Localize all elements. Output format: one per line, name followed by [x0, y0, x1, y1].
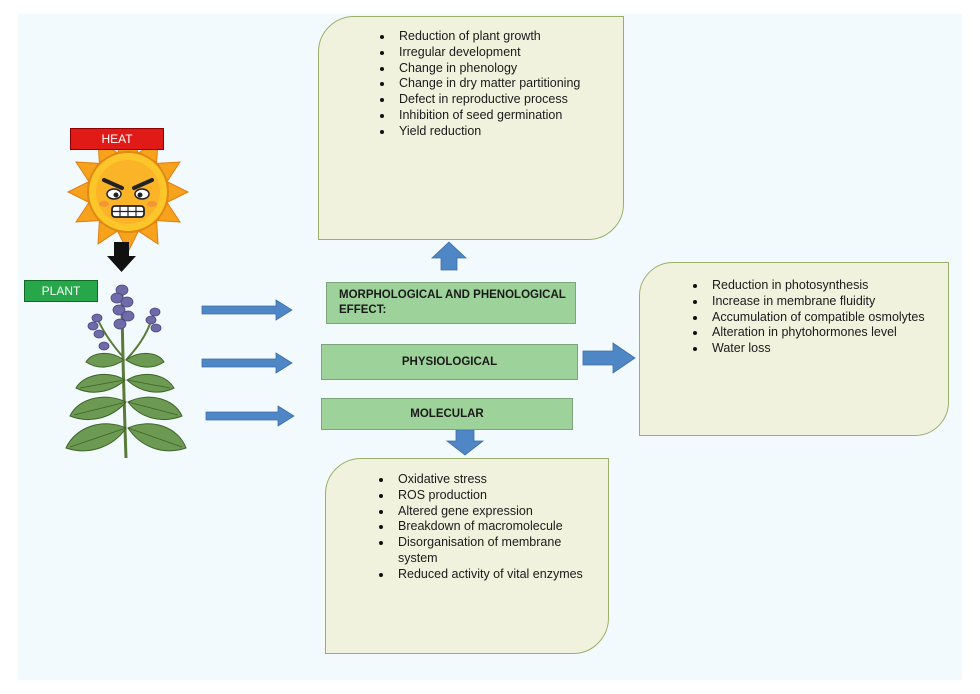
list-item: Reduction of plant growth	[371, 29, 613, 45]
physiological-effects-list: Reduction in photosynthesis Increase in …	[684, 278, 938, 357]
list-item: Oxidative stress	[370, 472, 598, 488]
list-item: Change in phenology	[371, 61, 613, 77]
molecular-effects-list: Oxidative stress ROS production Altered …	[370, 472, 598, 583]
list-item: Defect in reproductive process	[371, 92, 613, 108]
list-item: Alteration in phytohormones level	[684, 325, 938, 341]
list-item: Accumulation of compatible osmolytes	[684, 310, 938, 326]
list-item: Change in dry matter partitioning	[371, 76, 613, 92]
arrow-plant-to-physiological	[201, 352, 293, 374]
molecular-effects-list-box: Oxidative stress ROS production Altered …	[325, 458, 609, 654]
heat-label: HEAT	[70, 128, 164, 150]
list-item: ROS production	[370, 488, 598, 504]
arrow-plant-to-molecular	[205, 405, 295, 427]
list-item: Inhibition of seed germination	[371, 108, 613, 124]
list-item: Altered gene expression	[370, 504, 598, 520]
physiological-effects-list-box: Reduction in photosynthesis Increase in …	[639, 262, 949, 436]
morphological-effects-list-box: Reduction of plant growth Irregular deve…	[318, 16, 624, 240]
plant-label: PLANT	[24, 280, 98, 302]
list-item: Increase in membrane fluidity	[684, 294, 938, 310]
arrow-molecular-down	[445, 429, 485, 456]
list-item: Irregular development	[371, 45, 613, 61]
list-item: Disorganisation of membrane system	[370, 535, 598, 567]
list-item: Yield reduction	[371, 124, 613, 140]
physiological-effect-box: PHYSIOLOGICAL	[321, 344, 578, 380]
arrow-plant-to-morphological	[201, 299, 293, 321]
morphological-effects-list: Reduction of plant growth Irregular deve…	[371, 29, 613, 140]
list-item: Breakdown of macromolecule	[370, 519, 598, 535]
list-item: Reduction in photosynthesis	[684, 278, 938, 294]
arrow-morphological-up	[430, 241, 468, 271]
morphological-effect-box: MORPHOLOGICAL AND PHENOLOGICAL EFFECT:	[326, 282, 576, 324]
molecular-effect-box: MOLECULAR	[321, 398, 573, 430]
list-item: Water loss	[684, 341, 938, 357]
arrow-physiological-right	[582, 342, 636, 374]
list-item: Reduced activity of vital enzymes	[370, 567, 598, 583]
